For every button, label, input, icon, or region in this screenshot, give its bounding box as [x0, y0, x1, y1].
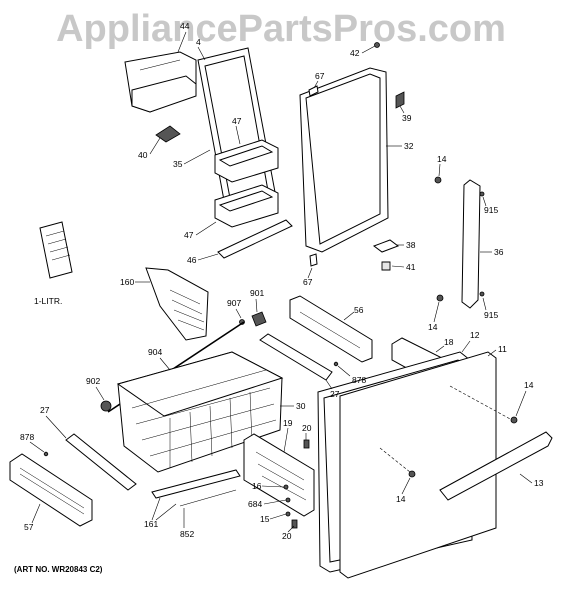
part-screw-15	[285, 511, 291, 517]
part-bushing-41	[381, 261, 391, 271]
art-number: (ART NO. WR20843 C2)	[14, 565, 103, 574]
callout-56: 56	[354, 305, 364, 315]
callout-67-bottom: 67	[303, 277, 313, 287]
part-hinge-67-lower	[309, 253, 318, 267]
part-door-bin	[124, 51, 197, 113]
callout-684: 684	[248, 499, 262, 509]
part-screw-14c	[510, 416, 518, 424]
callout-30: 30	[296, 401, 306, 411]
part-rail-56	[289, 295, 373, 363]
part-handle-36	[461, 179, 481, 309]
callout-11: 11	[498, 344, 507, 354]
part-screw-684	[285, 497, 291, 503]
callout-27-right: 27	[330, 389, 340, 399]
callout-904: 904	[148, 347, 162, 357]
part-bracket-160	[145, 267, 209, 341]
part-trim-161	[151, 469, 241, 499]
part-literature	[39, 221, 73, 279]
callout-878-right: 878	[352, 375, 366, 385]
callout-67-top: 67	[315, 71, 325, 81]
callout-39: 39	[402, 113, 412, 123]
part-screw-14d	[408, 470, 416, 478]
part-slide-27a	[65, 433, 137, 491]
callout-14-top: 14	[437, 154, 447, 164]
part-clip-20b	[291, 519, 298, 529]
part-handle-13	[439, 431, 553, 501]
callout-915-bottom: 915	[484, 310, 498, 320]
callout-38: 38	[406, 240, 416, 250]
callout-41: 41	[406, 262, 416, 272]
callout-14-mid: 14	[428, 322, 438, 332]
callout-20-top: 20	[302, 423, 312, 433]
callout-44: 44	[180, 21, 190, 31]
part-852	[179, 489, 237, 507]
callout-47-bottom: 47	[184, 230, 194, 240]
callout-46: 46	[187, 255, 197, 265]
callout-57: 57	[24, 522, 34, 532]
callout-12: 12	[470, 330, 480, 340]
callout-907: 907	[227, 298, 241, 308]
part-trim-46	[217, 219, 293, 259]
part-shelf-lower	[214, 184, 279, 228]
callout-19: 19	[283, 418, 293, 428]
part-clip-20a	[303, 439, 310, 449]
callout-4: 4	[196, 37, 201, 47]
watermark: AppliancePartsPros.com	[56, 8, 506, 50]
part-screw-878a	[43, 451, 49, 457]
part-screw-16	[283, 484, 289, 490]
callout-13: 13	[534, 478, 544, 488]
callout-literature: 1-LITR.	[34, 296, 62, 306]
callout-878-left: 878	[20, 432, 34, 442]
callout-14-bottom: 14	[396, 494, 406, 504]
part-bracket-57	[9, 453, 93, 527]
part-bracket-39	[395, 91, 405, 109]
callout-42: 42	[350, 48, 360, 58]
part-901	[251, 311, 267, 327]
callout-160: 160	[120, 277, 134, 287]
part-screw-14a	[434, 176, 442, 184]
callout-14-right: 14	[524, 380, 534, 390]
callout-27-left: 27	[40, 405, 50, 415]
part-clip	[155, 125, 181, 143]
callout-40: 40	[138, 150, 148, 160]
part-gear-902	[100, 400, 112, 412]
part-screw-42	[374, 42, 380, 48]
part-basket-30	[116, 351, 284, 473]
part-slide-27b	[259, 333, 333, 381]
part-fresh-food-door	[299, 67, 389, 253]
callout-161: 161	[144, 519, 158, 529]
part-screw-915a	[479, 191, 485, 197]
callout-20-bottom: 20	[282, 531, 292, 541]
callout-18: 18	[444, 337, 454, 347]
callout-901: 901	[250, 288, 264, 298]
part-shelf-upper	[214, 139, 279, 183]
part-screw-14b	[436, 294, 444, 302]
callout-15: 15	[260, 514, 270, 524]
part-drawer-front-11	[339, 351, 497, 579]
callout-902: 902	[86, 376, 100, 386]
callout-35: 35	[173, 159, 183, 169]
callout-32: 32	[404, 141, 414, 151]
part-screw-915b	[479, 291, 485, 297]
callout-36: 36	[494, 247, 504, 257]
part-hinge-38	[372, 239, 400, 253]
callout-16: 16	[252, 481, 262, 491]
callout-915-top: 915	[484, 205, 498, 215]
callout-852: 852	[180, 529, 194, 539]
part-screw-878b	[333, 361, 339, 367]
callout-47-top: 47	[232, 116, 242, 126]
callouts: 44 4 42 67 39 47 40 35 32 14 915 47	[20, 21, 544, 541]
